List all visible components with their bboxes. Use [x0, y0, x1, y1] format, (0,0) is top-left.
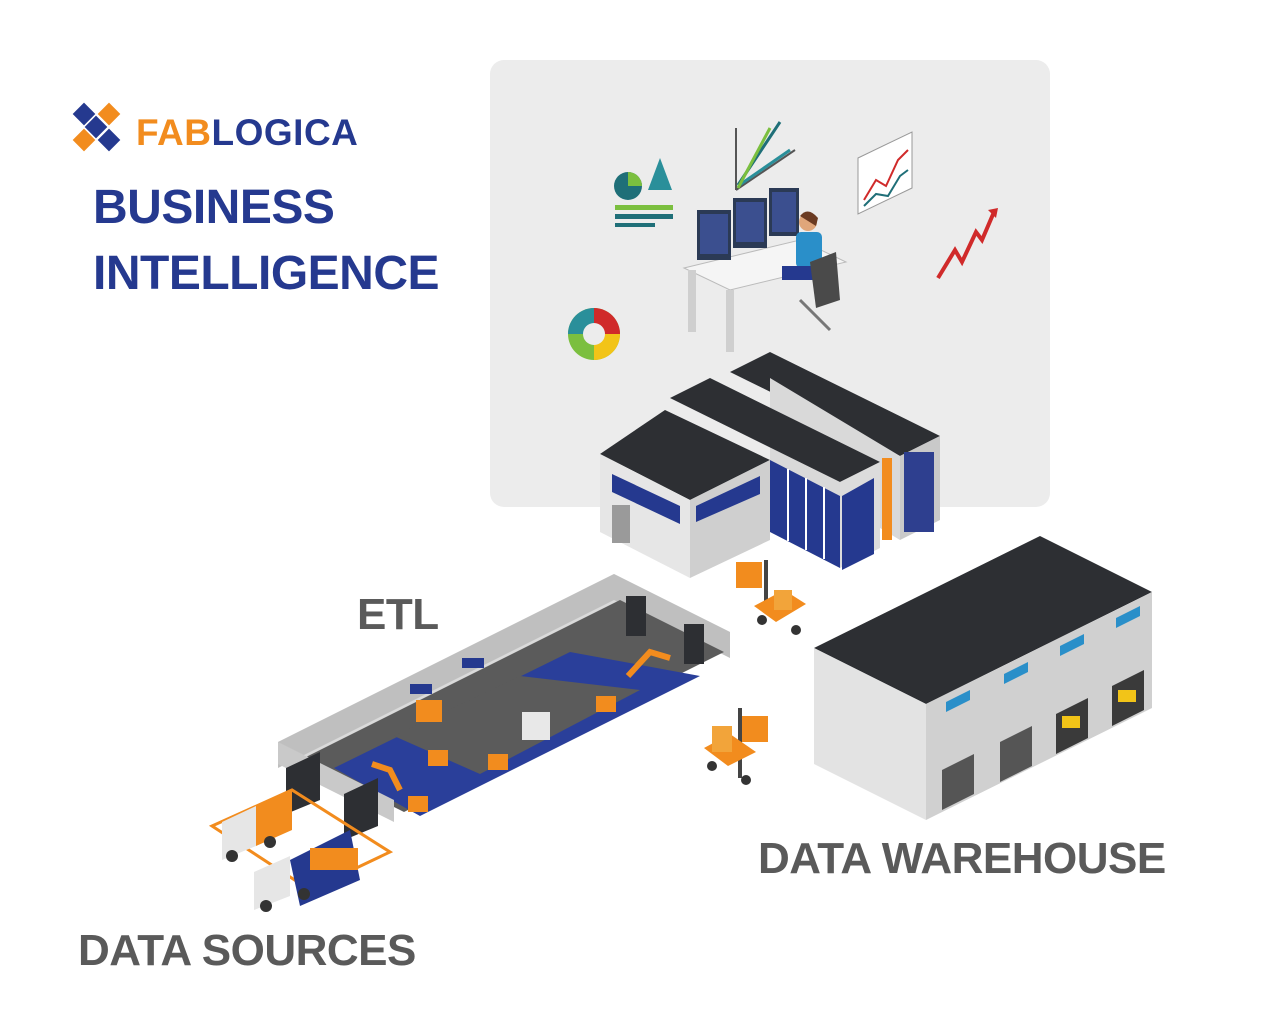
etl-factory [278, 574, 730, 840]
line-arrows-icon [735, 121, 796, 191]
grid-chart-icon [857, 131, 913, 215]
data-warehouse-label: DATA WAREHOUSE [758, 834, 1166, 883]
forklift-icon [736, 560, 806, 635]
title-line-2: INTELLIGENCE [93, 247, 440, 300]
donut-chart-icon [568, 308, 620, 360]
etl-label: ETL [357, 590, 439, 639]
warehouse-building [814, 536, 1152, 820]
truck-icon [254, 830, 360, 912]
pie-chart-icon [614, 158, 673, 227]
logo-icon [72, 102, 121, 152]
trend-arrow-icon [936, 208, 998, 280]
forklift-icon [704, 708, 768, 785]
bi-building [600, 352, 940, 578]
brand-part-logica: LOGICA [211, 112, 359, 153]
title-line-1: BUSINESS [93, 181, 335, 234]
brand-part-fab: FAB [136, 112, 212, 153]
truck-icon [208, 788, 394, 892]
brand-logo: FABLOGICA [136, 112, 358, 154]
analyst-desk-icon [682, 188, 848, 352]
data-sources-label: DATA SOURCES [78, 926, 416, 975]
